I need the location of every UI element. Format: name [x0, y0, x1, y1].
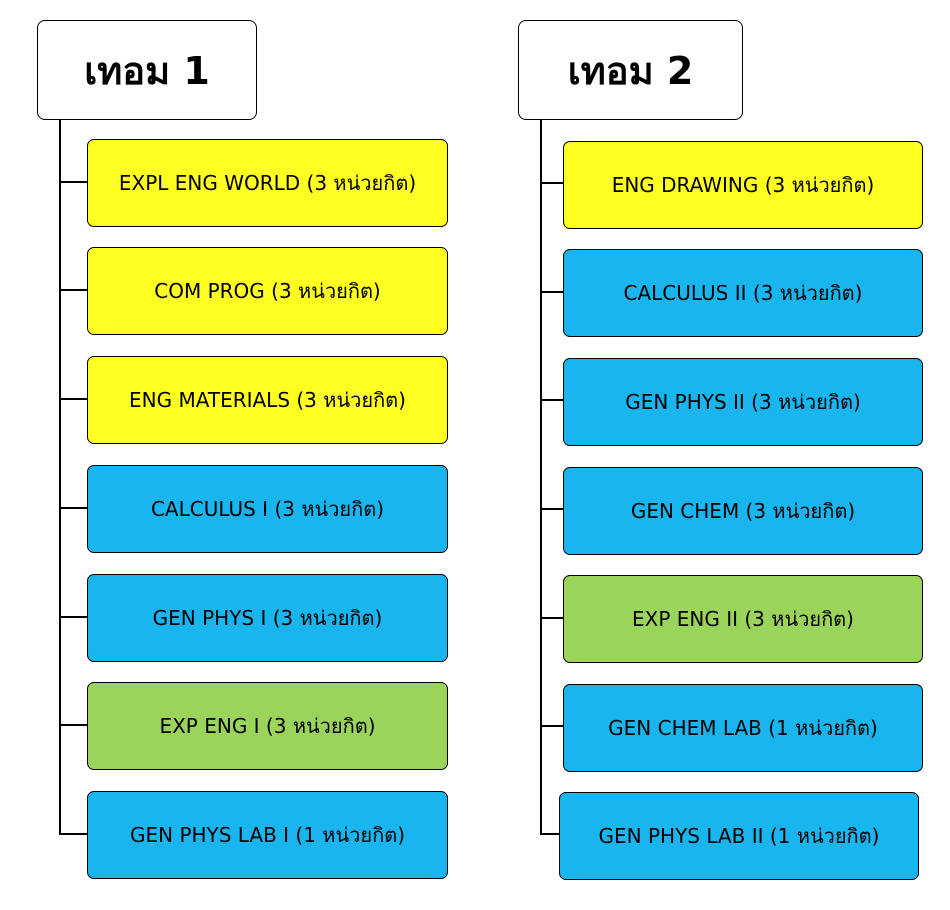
- course-box: GEN CHEM LAB (1 หน่วยกิต): [563, 684, 923, 772]
- term-2-branch-line: [540, 291, 564, 293]
- course-box: CALCULUS I (3 หน่วยกิต): [87, 465, 448, 553]
- term-2-branch-line: [540, 617, 564, 619]
- course-box: CALCULUS II (3 หน่วยกิต): [563, 249, 923, 337]
- term-1-header: เทอม 1: [37, 20, 257, 120]
- term-2-branch-line: [540, 182, 564, 184]
- course-box: ENG DRAWING (3 หน่วยกิต): [563, 141, 923, 229]
- course-box: EXP ENG II (3 หน่วยกิต): [563, 575, 923, 663]
- term-1-branch-line: [59, 398, 88, 400]
- term-2-trunk-line: [540, 119, 542, 835]
- course-box: ENG MATERIALS (3 หน่วยกิต): [87, 356, 448, 444]
- course-box: GEN PHYS LAB II (1 หน่วยกิต): [559, 792, 919, 880]
- term-2-branch-line: [540, 399, 564, 401]
- course-box: GEN PHYS II (3 หน่วยกิต): [563, 358, 923, 446]
- course-box: COM PROG (3 หน่วยกิต): [87, 247, 448, 335]
- course-box: GEN CHEM (3 หน่วยกิต): [563, 467, 923, 555]
- term-1-branch-line: [59, 181, 88, 183]
- term-2-header: เทอม 2: [518, 20, 743, 120]
- term-1-branch-line: [59, 289, 88, 291]
- course-box: GEN PHYS LAB I (1 หน่วยกิต): [87, 791, 448, 879]
- term-2-branch-line: [540, 508, 564, 510]
- term-1-branch-line: [59, 724, 88, 726]
- course-box: EXP ENG I (3 หน่วยกิต): [87, 682, 448, 770]
- term-1-trunk-line: [59, 119, 61, 835]
- term-2-branch-line: [540, 833, 560, 835]
- term-1-branch-line: [59, 833, 88, 835]
- course-box: EXPL ENG WORLD (3 หน่วยกิต): [87, 139, 448, 227]
- term-2-branch-line: [540, 725, 564, 727]
- term-1-branch-line: [59, 507, 88, 509]
- term-1-branch-line: [59, 616, 88, 618]
- course-box: GEN PHYS I (3 หน่วยกิต): [87, 574, 448, 662]
